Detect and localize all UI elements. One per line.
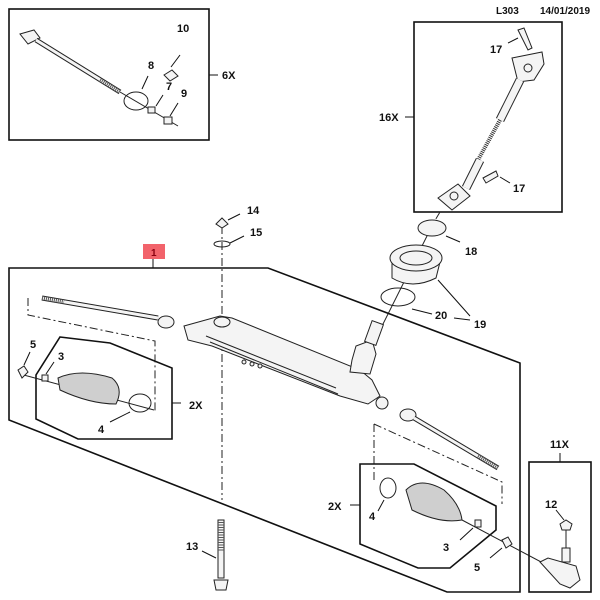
part-9-nut xyxy=(163,116,173,125)
quantity-6x: 6X xyxy=(222,70,236,82)
part-4-clamp-left xyxy=(128,393,152,413)
callout-18: 18 xyxy=(465,246,477,258)
part-13-bolt xyxy=(213,519,229,591)
part-18-bearing xyxy=(417,219,447,237)
callout-9: 9 xyxy=(181,88,187,100)
callout-4-left: 4 xyxy=(98,424,105,436)
part-7-washer xyxy=(147,106,156,114)
inset-inner-tie-rod-kit: 6X 10 8 7 9 xyxy=(8,8,236,141)
callout-17-bottom: 17 xyxy=(513,183,525,195)
callout-10: 10 xyxy=(177,23,189,35)
kit-frame xyxy=(359,463,497,569)
boot-kit-left: 2X 5 3 4 xyxy=(17,336,203,440)
callout-14: 14 xyxy=(247,205,260,217)
boot-kit-right: 2X 4 3 5 xyxy=(328,463,561,574)
part-17-bolt-top xyxy=(517,27,533,51)
quantity-11x: 11X xyxy=(550,439,570,451)
part-4-boot-right xyxy=(405,482,463,522)
quantity-2x-left: 2X xyxy=(189,400,203,412)
inner-tie-rod-part xyxy=(19,29,179,127)
left-tie-rod-part xyxy=(41,295,175,329)
outer-tie-rod-end-part xyxy=(539,547,581,589)
quantity-16x: 16X xyxy=(379,112,399,124)
inset-frame xyxy=(413,21,563,213)
callout-3-left: 3 xyxy=(58,351,64,363)
part-15-washer xyxy=(213,240,231,248)
callout-17-top: 17 xyxy=(490,44,502,56)
kit-frame xyxy=(35,336,173,440)
quantity-2x-right: 2X xyxy=(328,501,342,513)
callout-4-right: 4 xyxy=(369,511,376,523)
callout-7: 7 xyxy=(166,81,172,93)
steering-shaft-part xyxy=(437,51,545,211)
callout-15: 15 xyxy=(250,227,262,239)
part-4-boot-left xyxy=(57,372,120,405)
part-14-nut xyxy=(215,217,229,229)
assembly-badge xyxy=(143,244,165,259)
diagram-date: 14/01/2019 xyxy=(540,6,590,17)
part-5-nut-right xyxy=(501,536,513,549)
steering-rack-housing xyxy=(183,315,389,410)
part-17-bolt-bottom xyxy=(482,170,499,184)
callout-19: 19 xyxy=(474,319,486,331)
callout-5-right: 5 xyxy=(474,562,480,574)
right-tie-rod-part xyxy=(399,408,500,471)
part-3-clamp-left xyxy=(41,374,49,382)
assembly-badge-label: 1 xyxy=(151,248,157,259)
callout-3-right: 3 xyxy=(443,542,449,554)
part-12-nut xyxy=(559,519,573,531)
part-19-seal xyxy=(389,244,443,285)
part-4-clamp-right xyxy=(379,477,397,499)
callout-12: 12 xyxy=(545,499,557,511)
callout-20: 20 xyxy=(435,310,447,322)
diagram-code: L303 xyxy=(496,6,519,17)
main-assembly: 1 xyxy=(8,244,521,593)
callout-5-left: 5 xyxy=(30,339,36,351)
part-10-nut xyxy=(163,69,179,82)
part-5-nut-left xyxy=(17,365,29,379)
inset-steering-shaft: 16X 17 17 xyxy=(379,21,563,223)
part-8-ring xyxy=(123,91,149,111)
callout-8: 8 xyxy=(148,60,154,72)
callout-13: 13 xyxy=(186,541,198,553)
part-20-o-ring xyxy=(380,287,416,307)
assembly-frame xyxy=(8,267,521,593)
inset-outer-tie-rod-end: 11X 12 xyxy=(528,439,592,593)
part-3-clamp-right xyxy=(474,519,482,528)
